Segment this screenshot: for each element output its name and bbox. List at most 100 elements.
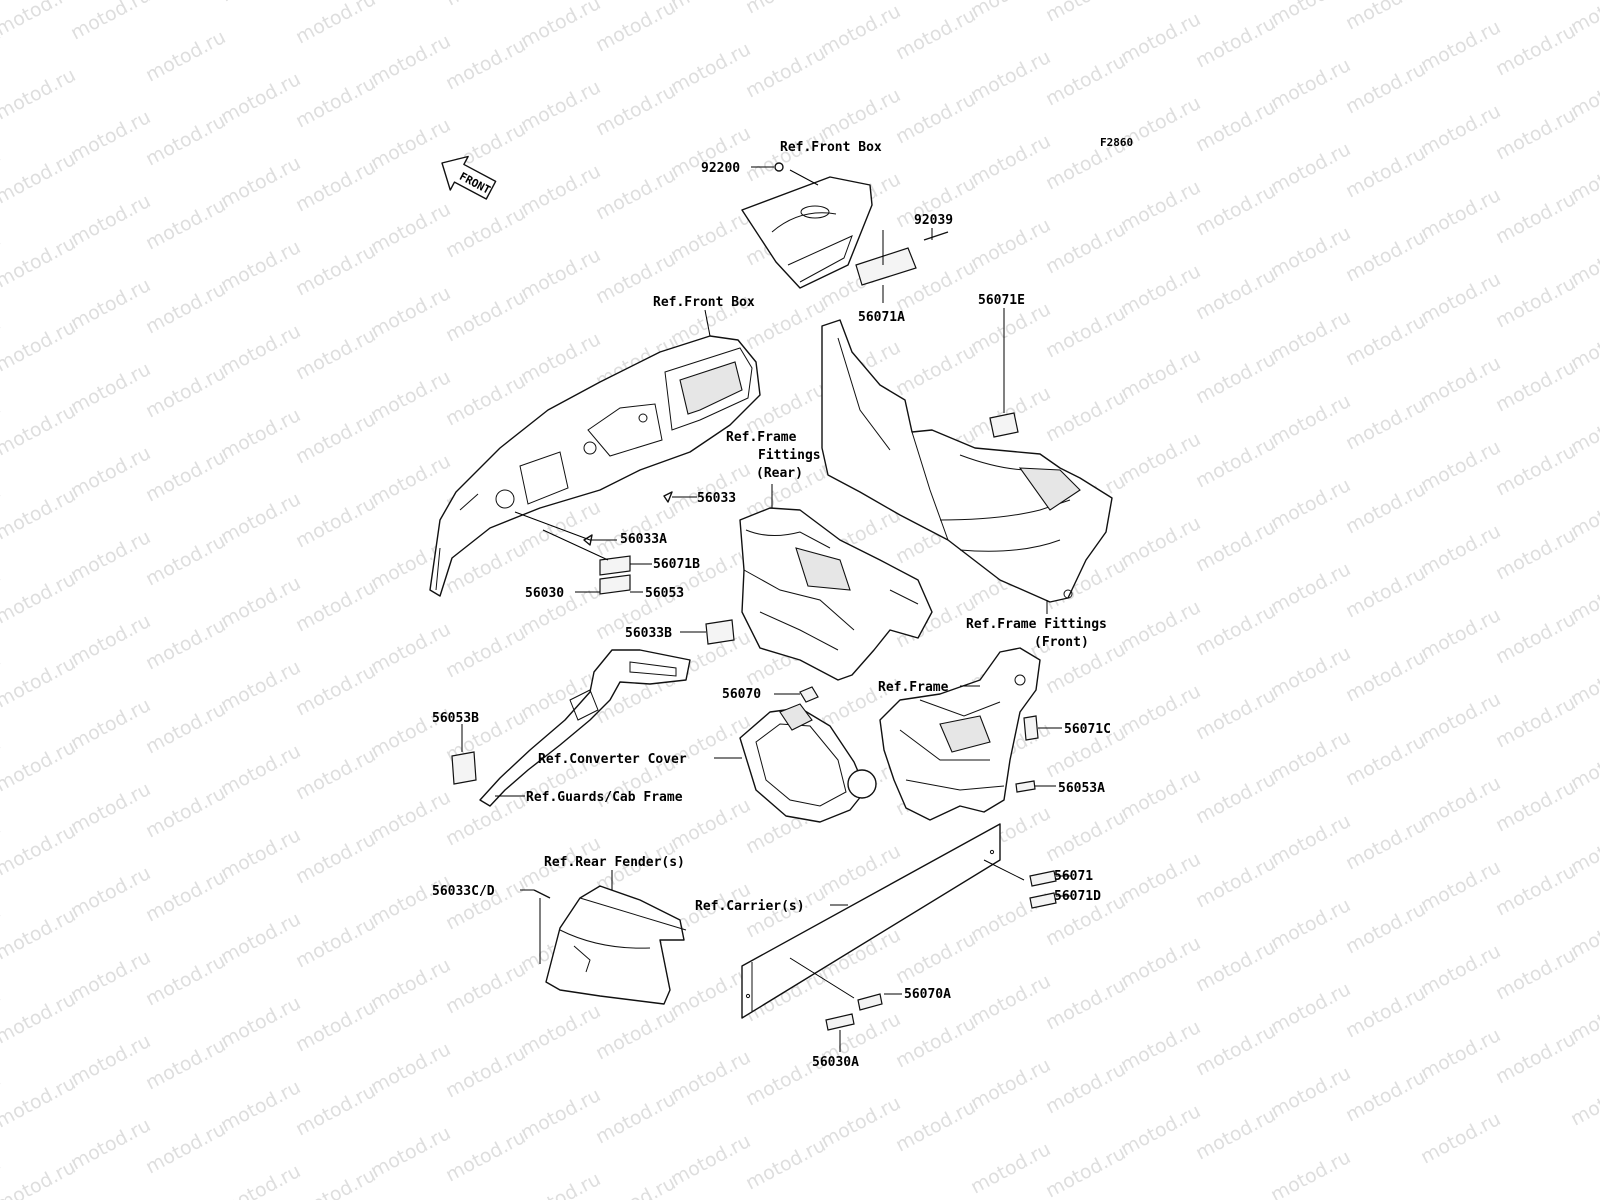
watermark-text: motod.ru (1342, 0, 1429, 34)
watermark-text: motod.ru (0, 64, 79, 124)
watermark-text: motod.ru (67, 274, 154, 334)
watermark-text: motod.ru (367, 114, 454, 174)
watermark-text: motod.ru (292, 0, 379, 48)
watermark-text: motod.ru (292, 492, 379, 552)
watermark-text: motod.ru (1417, 604, 1504, 664)
watermark-text: motod.ru (1117, 1016, 1204, 1076)
watermark-text: motod.ru (1342, 898, 1429, 958)
carrier-panel (741, 823, 1001, 1019)
watermark-text: motod.ru (1042, 0, 1129, 26)
watermark-text: motod.ru (1042, 50, 1129, 110)
label-ref-frame-fittings-rear-1: Ref.Frame (726, 430, 797, 445)
watermark-text: motod.ru (517, 244, 604, 304)
callout-labels: 92200 Ref.Front Box 92039 56071A Ref.Fro… (432, 140, 1111, 1070)
watermark-text: motod.ru (517, 1000, 604, 1060)
watermark-text: motod.ru (142, 446, 229, 506)
watermark-text: motod.ru (142, 698, 229, 758)
watermark-text: motod.ru (67, 358, 154, 418)
watermark-text: motod.ru (292, 240, 379, 300)
watermark-text: motod.ru (292, 744, 379, 804)
watermark-text: motod.ru (367, 786, 454, 846)
watermark-text: motod.ru (1492, 944, 1579, 1004)
watermark-text: motod.ru (1192, 684, 1279, 744)
watermark-text: motod.ru (0, 568, 79, 628)
label-56071E: 56071E (978, 293, 1025, 308)
watermark-text: motod.ru (1492, 1028, 1579, 1088)
watermark-text: motod.ru (142, 530, 229, 590)
watermark-text: motod.ru (892, 1096, 979, 1156)
watermark-text: motod.ru (1192, 264, 1279, 324)
watermark-text: motod.ru (1117, 428, 1204, 488)
watermark-text: motod.ru (1417, 352, 1504, 412)
watermark-text: motod.ru (0, 1156, 79, 1200)
frame (879, 647, 1041, 821)
decal-56071 (1029, 870, 1057, 887)
watermark-text: motod.ru (442, 286, 529, 346)
watermark-text: motod.ru (1042, 974, 1129, 1034)
watermark-text: motod.ru (442, 622, 529, 682)
watermark-text: motod.ru (1342, 1066, 1429, 1126)
watermark-text: motod.ru (1192, 432, 1279, 492)
watermark-text: motod.ru (142, 110, 229, 170)
label-ref-frame-fittings-rear-3: (Rear) (756, 466, 803, 481)
watermark-text: motod.ru (1492, 860, 1579, 920)
label-92039: 92039 (914, 213, 953, 228)
watermark-text: motod.ru (1492, 188, 1579, 248)
watermark-text: motod.ru (667, 458, 754, 518)
bolt-92039 (923, 231, 949, 241)
label-ref-front-box-top: Ref.Front Box (780, 140, 882, 155)
watermark-text: motod.ru (1342, 58, 1429, 118)
watermark-text: motod.ru (142, 614, 229, 674)
watermark-text: motod.ru (742, 1134, 829, 1194)
label-56030A: 56030A (812, 1055, 859, 1070)
watermark-text: motod.ru (967, 214, 1054, 274)
watermark-text: motod.ru (1117, 512, 1204, 572)
watermark-text: motod.ru (217, 152, 304, 212)
watermark-text: motod.ru (967, 1054, 1054, 1114)
watermark-text: motod.ru (1267, 810, 1354, 870)
label-ref-guards-cab-frame: Ref.Guards/Cab Frame (526, 790, 683, 805)
watermark-text: motod.ru (67, 106, 154, 166)
watermark-text: motod.ru (0, 736, 79, 796)
label-ref-frame-fittings-front-2: (Front) (1034, 635, 1089, 650)
label-56070A: 56070A (904, 987, 951, 1002)
watermark-text: motod.ru (592, 1172, 679, 1200)
watermark-text: motod.ru (517, 0, 604, 52)
label-ref-carrier: Ref.Carrier(s) (695, 899, 805, 914)
label-56033: 56033 (697, 491, 736, 506)
watermark-text: motod.ru (67, 0, 154, 44)
watermark-text: motod.ru (217, 0, 304, 6)
label-56071A: 56071A (858, 310, 905, 325)
watermark-text: motod.ru (292, 156, 379, 216)
label-56070: 56070 (722, 687, 761, 702)
watermark-text: motod.ru (1267, 306, 1354, 366)
watermark-text: motod.ru (1117, 764, 1204, 824)
watermark-text: motod.ru (442, 1042, 529, 1102)
watermark-text: motod.ru (0, 400, 79, 460)
watermark-text: motod.ru (367, 870, 454, 930)
watermark-text: motod.ru (1117, 932, 1204, 992)
watermark-text: motod.ru (217, 992, 304, 1052)
watermark-text: motod.ru (1342, 982, 1429, 1042)
watermark-text: motod.ru (517, 1168, 604, 1200)
label-56071B: 56071B (653, 557, 700, 572)
watermark-text: motod.ru (1192, 1104, 1279, 1164)
watermark-text: motod.ru (442, 370, 529, 430)
watermark-text: motod.ru (1042, 218, 1129, 278)
watermark-text: motod.ru (1417, 184, 1504, 244)
watermark-text: motod.ru (1417, 436, 1504, 496)
watermark-text: motod.ru (217, 572, 304, 632)
label-56033B: 56033B (625, 626, 672, 641)
watermark-text: motod.ru (1492, 440, 1579, 500)
label-56030: 56030 (525, 586, 564, 601)
watermark-text: motod.ru (1417, 940, 1504, 1000)
watermark-text: motod.ru (292, 576, 379, 636)
watermark-text: motod.ru (1342, 394, 1429, 454)
label-56053: 56053 (645, 586, 684, 601)
watermark-text: motod.ru (367, 198, 454, 258)
watermark-text: motod.ru (892, 340, 979, 400)
watermark-text: motod.ru (1267, 474, 1354, 534)
watermark-text: motod.ru (142, 26, 229, 86)
